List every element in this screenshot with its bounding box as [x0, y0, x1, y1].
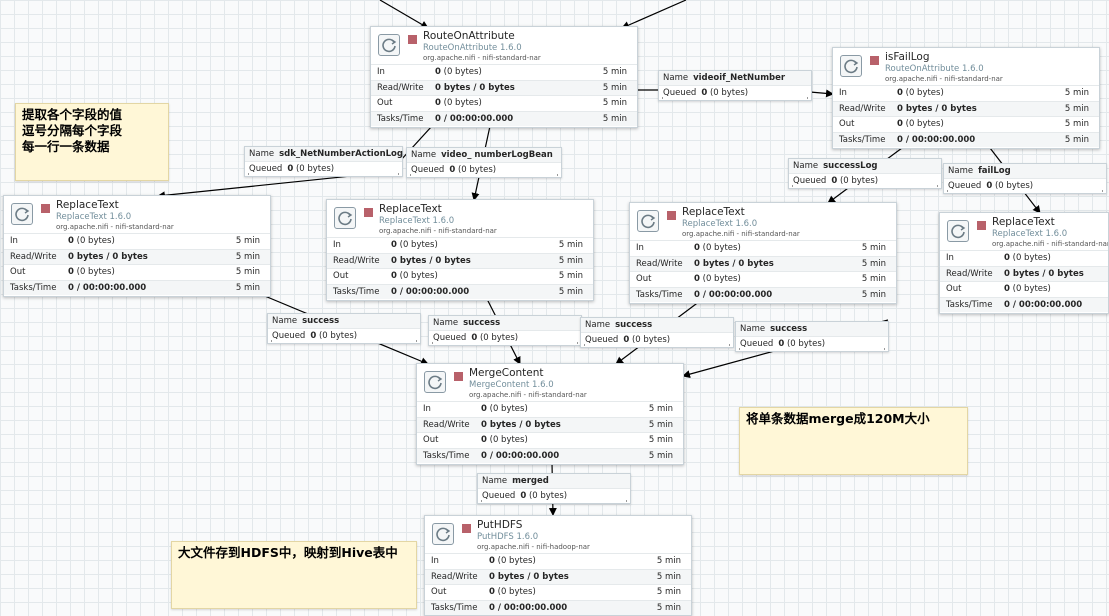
processor-type: RouteOnAttribute 1.6.0 — [885, 64, 984, 74]
processor-replacetext-4[interactable]: ReplaceText ReplaceText 1.6.0 org.apache… — [939, 212, 1109, 314]
stopped-status-icon — [364, 208, 373, 217]
processor-type: MergeContent 1.6.0 — [469, 380, 554, 390]
processor-bundle: org.apache.nifi - nifi-standard-nar — [469, 391, 587, 399]
label-line: 将单条数据merge成120M大小 — [746, 411, 930, 426]
label-line: 每一行一条数据 — [22, 139, 110, 154]
processor-type: ReplaceText 1.6.0 — [682, 219, 758, 229]
processor-icon — [947, 220, 969, 242]
label-line: 提取各个字段的值 — [22, 107, 123, 122]
label-extract-fields[interactable]: 提取各个字段的值 逗号分隔每个字段 每一行一条数据 — [15, 103, 169, 181]
processor-bundle: org.apache.nifi - nifi-standard-nar — [379, 227, 497, 235]
processor-mergecontent[interactable]: MergeContent MergeContent 1.6.0 org.apac… — [416, 363, 684, 465]
processor-type: RouteOnAttribute 1.6.0 — [423, 43, 522, 53]
label-hdfs-hive[interactable]: 大文件存到HDFS中，映射到Hive表中 — [171, 541, 417, 609]
processor-icon — [11, 203, 33, 225]
processor-bundle: org.apache.nifi - nifi-standard-nar — [56, 223, 174, 231]
processor-icon — [432, 523, 454, 545]
processor-bundle: org.apache.nifi - nifi-standard-nar — [423, 54, 541, 62]
processor-replacetext-3[interactable]: ReplaceText ReplaceText 1.6.0 org.apache… — [629, 202, 897, 304]
processor-puthdfs[interactable]: PutHDFS PutHDFS 1.6.0 org.apache.nifi - … — [424, 515, 692, 616]
processor-bundle: org.apache.nifi - nifi-hadoop-nar — [477, 543, 590, 551]
processor-replacetext-1[interactable]: ReplaceText ReplaceText 1.6.0 org.apache… — [3, 195, 271, 297]
processor-routeonattribute[interactable]: RouteOnAttribute RouteOnAttribute 1.6.0 … — [370, 26, 638, 128]
processor-name: ReplaceText — [992, 216, 1055, 228]
processor-name: RouteOnAttribute — [423, 30, 515, 42]
label-line: 大文件存到HDFS中，映射到Hive表中 — [178, 545, 398, 560]
processor-name: ReplaceText — [682, 206, 745, 218]
label-merge-size[interactable]: 将单条数据merge成120M大小 — [739, 407, 968, 475]
processor-bundle: org.apache.nifi - nifi-standard-nar — [682, 230, 800, 238]
stopped-status-icon — [41, 204, 50, 213]
label-line: 逗号分隔每个字段 — [22, 123, 123, 138]
processor-name: PutHDFS — [477, 519, 523, 531]
processor-icon — [840, 55, 862, 77]
stopped-status-icon — [462, 524, 471, 533]
processor-type: ReplaceText 1.6.0 — [56, 212, 132, 222]
processor-type: ReplaceText 1.6.0 — [379, 216, 455, 226]
stopped-status-icon — [667, 211, 676, 220]
stopped-status-icon — [454, 372, 463, 381]
processor-name: ReplaceText — [56, 199, 119, 211]
processor-bundle: org.apache.nifi - nifi-standard-nar — [885, 75, 1003, 83]
processor-type: ReplaceText 1.6.0 — [992, 229, 1068, 239]
processor-bundle: org.apache.nifi - nifi-standard-nar — [992, 240, 1109, 248]
processor-icon — [378, 34, 400, 56]
processor-icon — [637, 210, 659, 232]
processor-isfaillog[interactable]: isFailLog RouteOnAttribute 1.6.0 org.apa… — [832, 47, 1100, 149]
processor-name: isFailLog — [885, 51, 930, 63]
processor-icon — [334, 207, 356, 229]
stopped-status-icon — [870, 56, 879, 65]
processor-type: PutHDFS 1.6.0 — [477, 532, 539, 542]
processor-name: MergeContent — [469, 367, 544, 379]
processor-icon — [424, 371, 446, 393]
processor-replacetext-2[interactable]: ReplaceText ReplaceText 1.6.0 org.apache… — [326, 199, 594, 301]
stopped-status-icon — [977, 221, 986, 230]
stopped-status-icon — [408, 35, 417, 44]
processor-name: ReplaceText — [379, 203, 442, 215]
